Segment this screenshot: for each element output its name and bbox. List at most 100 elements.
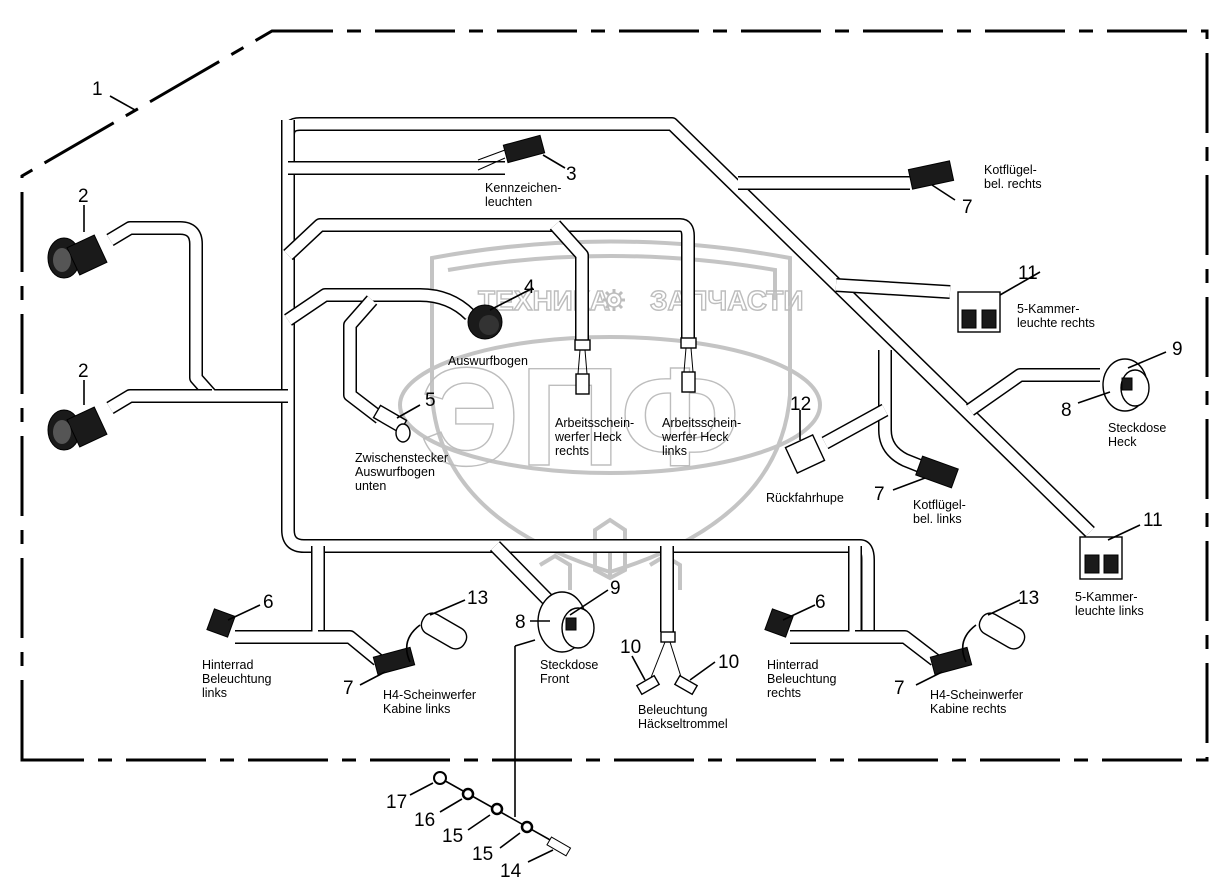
- callout-7: 7: [962, 197, 973, 218]
- label-arbeitsscheinwerfer-rechts: Arbeitsschein- werfer Heck rechts: [554, 416, 634, 458]
- svg-text:werfer Heck: werfer Heck: [554, 430, 622, 444]
- callout-12: 12: [790, 394, 811, 415]
- assembly-frame: [20, 29, 1209, 762]
- callout-9: 9: [1172, 339, 1183, 360]
- callout-10: 10: [620, 637, 641, 658]
- svg-text:rechts: rechts: [555, 444, 589, 458]
- callout-2: 2: [78, 186, 89, 207]
- svg-text:rechts: rechts: [767, 686, 801, 700]
- svg-text:Arbeitsschein-: Arbeitsschein-: [662, 416, 741, 430]
- connector-6-links: [206, 608, 236, 638]
- svg-text:Kabine links: Kabine links: [383, 702, 450, 716]
- washer-16: [461, 787, 475, 801]
- callout-7: 7: [874, 484, 885, 505]
- washer-15b: [520, 820, 534, 834]
- callout-16: 16: [414, 810, 435, 831]
- watermark-text-right: ЗАПЧАСТИ: [650, 285, 803, 316]
- callout-7: 7: [343, 678, 354, 699]
- callout-14: 14: [500, 861, 522, 882]
- callout-13: 13: [1018, 588, 1039, 609]
- callout-15: 15: [472, 844, 493, 865]
- svg-text:H4-Scheinwerfer: H4-Scheinwerfer: [383, 688, 476, 702]
- svg-text:Heck: Heck: [1108, 435, 1137, 449]
- connector-10-pair: [635, 631, 699, 696]
- svg-text:Auswurfbogen: Auswurfbogen: [448, 354, 528, 368]
- label-hinterrad-links: Hinterrad Beleuchtung links: [202, 658, 272, 700]
- callout-3: 3: [566, 164, 577, 185]
- svg-text:Zwischenstecker: Zwischenstecker: [355, 451, 448, 465]
- screw-14: [546, 836, 572, 857]
- label-hinterrad-rechts: Hinterrad Beleuchtung rechts: [767, 658, 837, 700]
- callout-6: 6: [263, 592, 274, 613]
- callout-10: 10: [718, 652, 739, 673]
- watermark-logo: ЭПФ: [420, 338, 740, 495]
- svg-text:Hinterrad: Hinterrad: [202, 658, 253, 672]
- svg-text:leuchten: leuchten: [485, 195, 532, 209]
- svg-text:links: links: [662, 444, 687, 458]
- callout-11: 11: [1018, 263, 1038, 284]
- callout-15: 15: [442, 826, 463, 847]
- svg-text:Steckdose: Steckdose: [540, 658, 598, 672]
- label-kotfluegel-links: Kotflügel- bel. links: [913, 498, 966, 526]
- svg-text:werfer Heck: werfer Heck: [661, 430, 729, 444]
- callout-2: 2: [78, 361, 89, 382]
- callout-numbers: 1 2 2 3 4 5 6 6 7 7 7 7 8 8 9 9 10 10 11…: [78, 79, 1183, 882]
- svg-text:Kotflügel-: Kotflügel-: [984, 163, 1037, 177]
- connector-11-rechts: [957, 291, 1001, 333]
- fasteners: [433, 639, 572, 857]
- svg-text:unten: unten: [355, 479, 386, 493]
- watermark-oval: [398, 335, 822, 475]
- connector-7-kotfluegel-rechts: [907, 160, 955, 190]
- label-beleuchtung-haeckseltrommel: Beleuchtung Häckseltrommel: [638, 703, 728, 731]
- callout-7: 7: [894, 678, 905, 699]
- svg-text:Auswurfbogen: Auswurfbogen: [355, 465, 435, 479]
- connector-13-rechts: [961, 612, 1026, 663]
- svg-text:Steckdose: Steckdose: [1108, 421, 1166, 435]
- svg-text:H4-Scheinwerfer: H4-Scheinwerfer: [930, 688, 1023, 702]
- svg-text:Beleuchtung: Beleuchtung: [767, 672, 837, 686]
- label-h4-rechts: H4-Scheinwerfer Kabine rechts: [930, 688, 1023, 716]
- connector-7-h4-links: [372, 646, 416, 676]
- callout-13: 13: [467, 588, 488, 609]
- connector-arbeits-rechts: [574, 339, 591, 395]
- connector-11-links: [1079, 536, 1123, 580]
- connector-arbeits-links: [680, 337, 697, 393]
- label-5-kammer-links: 5-Kammer- leuchte links: [1075, 590, 1144, 618]
- watermark-shield-inner: [447, 254, 777, 300]
- label-zwischenstecker: Zwischenstecker Auswurfbogen unten: [355, 451, 448, 493]
- connector-6-rechts: [764, 608, 794, 638]
- round-connector-2a: [47, 234, 108, 279]
- svg-text:bel. rechts: bel. rechts: [984, 177, 1042, 191]
- label-h4-links: H4-Scheinwerfer Kabine links: [383, 688, 476, 716]
- connector-12-rueckfahrhupe: [784, 434, 826, 474]
- label-auswurfbogen: Auswurfbogen: [448, 354, 528, 368]
- leader-lines: [83, 95, 1167, 863]
- washer-15a: [490, 802, 504, 816]
- svg-text:links: links: [202, 686, 227, 700]
- svg-text:Arbeitsschein-: Arbeitsschein-: [555, 416, 634, 430]
- connector-7-h4-rechts: [929, 646, 973, 676]
- connector-5: [372, 404, 411, 443]
- callout-8: 8: [515, 612, 526, 633]
- svg-text:Beleuchtung: Beleuchtung: [202, 672, 272, 686]
- label-steckdose-front: Steckdose Front: [540, 658, 598, 686]
- svg-text:5-Kammer-: 5-Kammer-: [1075, 590, 1138, 604]
- svg-text:leuchte links: leuchte links: [1075, 604, 1144, 618]
- svg-text:Kabine rechts: Kabine rechts: [930, 702, 1006, 716]
- connector-4: [467, 304, 503, 340]
- callout-4: 4: [524, 277, 535, 298]
- svg-text:leuchte rechts: leuchte rechts: [1017, 316, 1095, 330]
- round-connector-2b: [47, 406, 108, 451]
- label-steckdose-heck: Steckdose Heck: [1108, 421, 1166, 449]
- svg-text:Beleuchtung: Beleuchtung: [638, 703, 708, 717]
- svg-text:Hinterrad: Hinterrad: [767, 658, 818, 672]
- connectors: [47, 134, 1150, 696]
- label-5-kammer-rechts: 5-Kammer- leuchte rechts: [1017, 302, 1095, 330]
- svg-text:5-Kammer-: 5-Kammer-: [1017, 302, 1080, 316]
- callout-17: 17: [386, 792, 407, 813]
- label-kotfluegel-rechts: Kotflügel- bel. rechts: [984, 163, 1042, 191]
- connector-13-links: [405, 612, 468, 663]
- svg-text:Rückfahrhupe: Rückfahrhupe: [766, 491, 844, 505]
- watermark-shield: [430, 239, 792, 575]
- harness: [106, 117, 1100, 666]
